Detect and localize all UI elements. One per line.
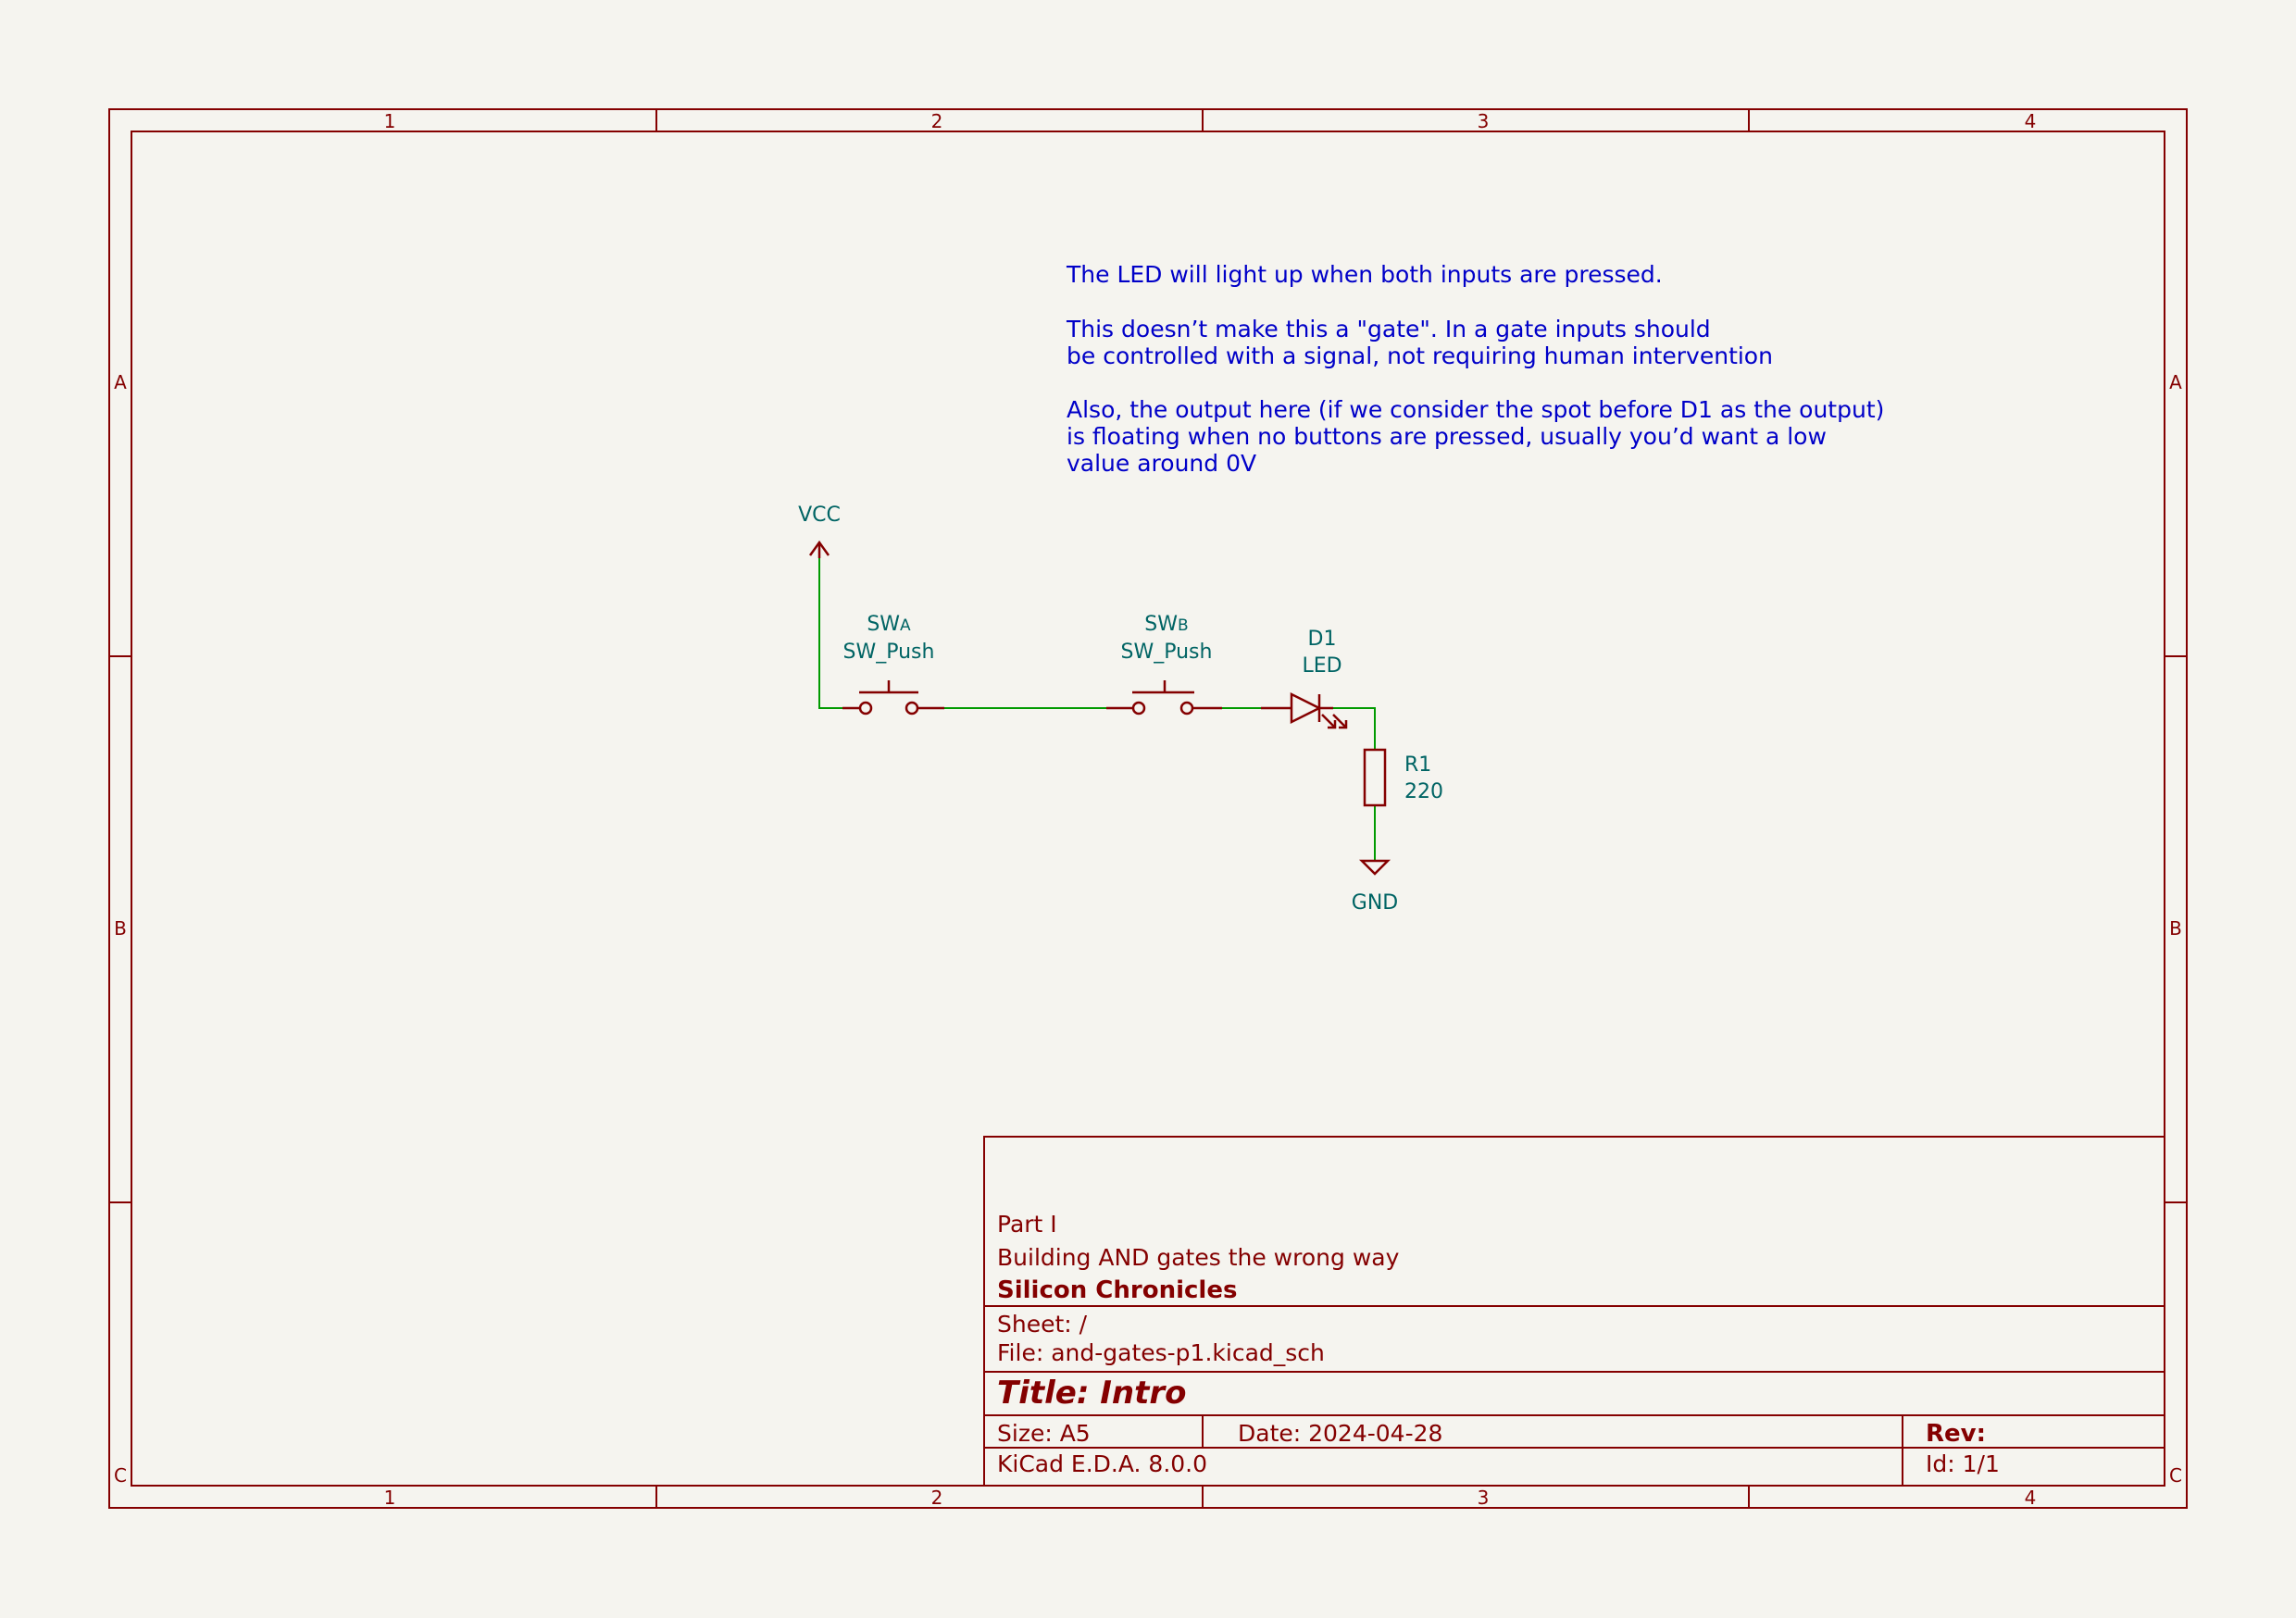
d1-value: LED — [1302, 654, 1341, 678]
zone-row-right-c: C — [2169, 1464, 2182, 1487]
title-block-tool: KiCad E.D.A. 8.0.0 — [997, 1450, 1207, 1477]
title-block-company: Silicon Chronicles — [997, 1276, 1237, 1304]
swb-reference: SWB — [1144, 613, 1188, 636]
zone-row-right-b: B — [2169, 917, 2182, 940]
resistor-r1: R1 220 — [1363, 748, 1443, 807]
switch-swa: SWA SW_Push — [842, 613, 944, 716]
vcc-symbol: VCC — [798, 504, 841, 558]
zone-row-left-c: C — [114, 1464, 127, 1487]
swb-value: SW_Push — [1121, 641, 1213, 664]
gnd-symbol: GND — [1352, 859, 1398, 915]
r1-value: 220 — [1404, 780, 1443, 803]
zone-row-left-b: B — [114, 917, 127, 940]
note-line-6: value around 0V — [1067, 450, 1256, 477]
zone-row-right-a: A — [2169, 371, 2182, 393]
r1-reference: R1 — [1404, 753, 1431, 777]
wire-d1-r1 — [1333, 707, 1376, 750]
title-block-date: Date: 2024-04-28 — [1238, 1420, 1442, 1447]
switch-swb: SWB SW_Push — [1106, 613, 1222, 716]
title-block-file: File: and-gates-p1.kicad_sch — [997, 1339, 1325, 1366]
zone-row-left-a: A — [114, 371, 127, 393]
note-line-5: is floating when no buttons are pressed,… — [1067, 423, 1827, 450]
title-block-part: Part I — [997, 1211, 1057, 1238]
zone-col-bottom-1: 1 — [384, 1487, 396, 1509]
zone-col-top-4: 4 — [2025, 110, 2037, 132]
zone-col-bottom-3: 3 — [1478, 1487, 1490, 1509]
zone-col-bottom-2: 2 — [931, 1487, 943, 1509]
title-block-rev: Rev: — [1926, 1420, 1986, 1448]
note-line-3: be controlled with a signal, not requiri… — [1067, 342, 1773, 369]
note-line-2: This doesn’t make this a "gate". In a ga… — [1066, 316, 1711, 342]
title-block-subtitle: Building AND gates the wrong way — [997, 1244, 1400, 1271]
vcc-label: VCC — [798, 504, 841, 527]
title-block: Part I Building AND gates the wrong way … — [983, 1136, 2165, 1487]
led-emission-arrow-1 — [1321, 714, 1336, 728]
swa-reference: SWA — [867, 613, 911, 636]
zone-col-top-1: 1 — [384, 110, 396, 132]
schematic-note: The LED will light up when both inputs a… — [1066, 261, 1884, 477]
title-block-title: Title: Intro — [997, 1375, 1186, 1412]
title-block-size: Size: A5 — [997, 1420, 1091, 1447]
title-block-id: Id: 1/1 — [1926, 1450, 2000, 1477]
zone-col-bottom-4: 4 — [2025, 1487, 2037, 1509]
wire-vcc-swa — [818, 543, 856, 709]
zone-col-top-2: 2 — [931, 110, 943, 132]
d1-reference: D1 — [1308, 628, 1337, 651]
led-d1: D1 LED — [1261, 628, 1348, 729]
zone-labels: 1 2 3 4 1 2 3 4 A B C A B C — [114, 110, 2182, 1509]
swa-value: SW_Push — [843, 641, 935, 664]
title-block-sheet: Sheet: / — [997, 1311, 1088, 1338]
gnd-label: GND — [1352, 891, 1398, 915]
zone-col-top-3: 3 — [1478, 110, 1490, 132]
led-emission-arrow-2 — [1332, 714, 1347, 728]
note-line-1: The LED will light up when both inputs a… — [1066, 261, 1663, 288]
note-line-4: Also, the output here (if we consider th… — [1067, 396, 1884, 423]
